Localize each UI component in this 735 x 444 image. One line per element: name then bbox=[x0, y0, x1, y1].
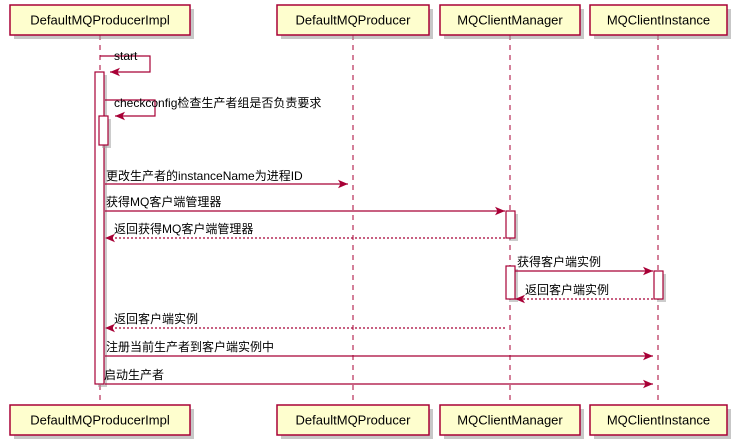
participant-footer-impl[interactable]: DefaultMQProducerImpl bbox=[9, 404, 194, 439]
participant-header-impl[interactable]: DefaultMQProducerImpl bbox=[9, 4, 194, 39]
message-label-5: 获得客户端实例 bbox=[517, 254, 601, 269]
message-label-0: start bbox=[114, 49, 138, 63]
message-3: 获得MQ客户端管理器 bbox=[105, 194, 505, 216]
participant-box bbox=[9, 4, 191, 36]
participant-label: DefaultMQProducerImpl bbox=[30, 412, 170, 427]
participant-label: MQClientManager bbox=[457, 12, 563, 27]
participant-label: DefaultMQProducer bbox=[296, 12, 412, 27]
message-arrowhead-2 bbox=[338, 179, 348, 189]
participant-box bbox=[589, 4, 728, 36]
message-1: checkconfig检查生产者组是否负责要求 bbox=[105, 95, 321, 121]
participant-box bbox=[439, 404, 581, 436]
message-arrowhead-5 bbox=[643, 266, 653, 276]
messages-layer: start checkconfig检查生产者组是否负责要求更改生产者的instan… bbox=[100, 49, 653, 389]
message-arrowhead-8 bbox=[643, 351, 653, 361]
message-path-self-1 bbox=[105, 99, 156, 117]
message-arrowhead-1 bbox=[115, 111, 125, 121]
participant-header-producer[interactable]: DefaultMQProducer bbox=[276, 4, 433, 39]
participant-box bbox=[276, 404, 430, 436]
message-label-3: 获得MQ客户端管理器 bbox=[106, 194, 221, 209]
message-arrowhead-9 bbox=[643, 379, 653, 389]
message-label-6: 返回客户端实例 bbox=[525, 282, 609, 297]
participant-footer-manager[interactable]: MQClientManager bbox=[439, 404, 584, 439]
activation-bar-instance bbox=[653, 270, 664, 300]
message-arrowhead-3 bbox=[495, 206, 505, 216]
message-6: 返回客户端实例 bbox=[515, 282, 653, 304]
participant-header-manager[interactable]: MQClientManager bbox=[439, 4, 584, 39]
message-4: 返回获得MQ客户端管理器 bbox=[105, 221, 505, 243]
message-7: 返回客户端实例 bbox=[105, 311, 505, 333]
message-9: 启动生产者 bbox=[104, 368, 653, 389]
participant-box bbox=[276, 4, 430, 36]
message-label-1: checkconfig检查生产者组是否负责要求 bbox=[114, 95, 321, 110]
participant-label: MQClientManager bbox=[457, 412, 563, 427]
message-5: 获得客户端实例 bbox=[515, 254, 653, 276]
participant-box bbox=[439, 4, 581, 36]
message-label-4: 返回获得MQ客户端管理器 bbox=[114, 221, 253, 236]
participant-footer-producer[interactable]: DefaultMQProducer bbox=[276, 404, 433, 439]
participant-label: MQClientInstance bbox=[607, 412, 710, 427]
message-label-9: 启动生产者 bbox=[104, 368, 164, 382]
message-arrowhead-6 bbox=[515, 294, 525, 304]
message-path-self-0 bbox=[100, 55, 151, 73]
activations-layer bbox=[94, 71, 666, 387]
message-label-7: 返回客户端实例 bbox=[114, 311, 198, 326]
participant-box bbox=[589, 404, 728, 436]
participant-footer-instance[interactable]: MQClientInstance bbox=[589, 404, 731, 439]
participant-label: MQClientInstance bbox=[607, 12, 710, 27]
message-0: start bbox=[100, 49, 151, 77]
participant-box bbox=[9, 404, 191, 436]
activation-bar-manager bbox=[505, 210, 516, 239]
message-label-2: 更改生产者的instanceName为进程ID bbox=[106, 168, 303, 183]
activation-bar-impl bbox=[94, 71, 105, 385]
participant-header-instance[interactable]: MQClientInstance bbox=[589, 4, 731, 39]
message-arrowhead-7 bbox=[105, 323, 115, 333]
participant-label: DefaultMQProducerImpl bbox=[30, 12, 170, 27]
message-arrowhead-4 bbox=[105, 233, 115, 243]
activation-bar-impl bbox=[98, 115, 109, 146]
message-2: 更改生产者的instanceName为进程ID bbox=[105, 168, 348, 189]
message-8: 注册当前生产者到客户端实例中 bbox=[105, 339, 653, 361]
participants-layer: DefaultMQProducerImplDefaultMQProducerIm… bbox=[9, 4, 731, 439]
activation-bar-manager bbox=[505, 265, 516, 300]
message-arrowhead-0 bbox=[110, 67, 120, 77]
participant-label: DefaultMQProducer bbox=[296, 412, 412, 427]
message-label-8: 注册当前生产者到客户端实例中 bbox=[106, 339, 274, 354]
